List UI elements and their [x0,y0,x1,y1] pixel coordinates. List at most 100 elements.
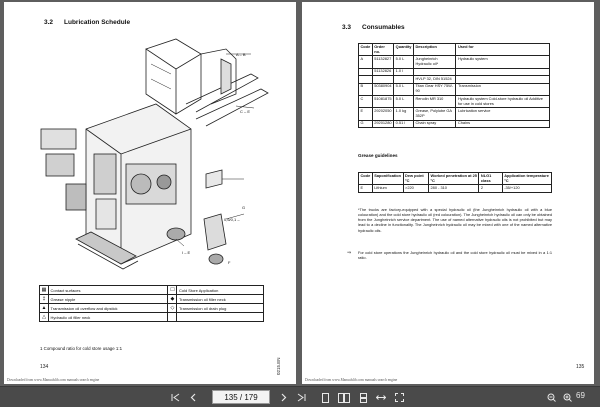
arrow-left-icon [190,393,195,402]
page-indicator-input[interactable]: 135 / 179 [212,390,270,404]
table-cell: 0.51 l [393,119,414,129]
arrow-right-icon [281,393,286,402]
zoom-in-button[interactable] [560,391,574,404]
note-arrow-icon: ⇒ [347,250,352,256]
table-cell: 1.0 kg [393,107,414,121]
callout-dq: 0,6/0,1 – [224,217,240,222]
legend-row: ‡Grease nipple◆Transmission oil filler n… [39,294,264,304]
callout-g: G [242,205,246,210]
column-header: NLG1 class [478,171,503,186]
table-cell: 51132827 [371,55,395,69]
column-header: Used for [455,42,550,57]
table-cell: C [358,94,373,109]
legend-label: Grease nipple [47,294,169,304]
table-cell: 51132826 [371,67,395,77]
page-number: 134 [40,364,49,370]
column-header: Code [358,42,373,57]
first-page-button[interactable] [168,391,182,404]
table-cell [358,75,373,84]
legend-label: Hydraulic oil filler neck [47,312,169,322]
table-cell [412,67,457,77]
table-row: HVLP 32, DIN 51524 [358,75,550,84]
table-cell: 50380904 [371,82,395,96]
document-code: 0215.EN [276,357,281,375]
next-page-button[interactable] [276,391,290,404]
legend-label: Cold Store Application [176,285,264,295]
table-cell: 5.0 L [393,94,414,109]
legend-symbol-icon [167,312,178,322]
table-cell: Lithium [371,184,404,193]
column-header: Dew point °C [402,171,430,186]
two-page-view-button[interactable] [336,391,352,404]
footnote: 1 Compound ratio for cold store usage 1:… [40,346,123,351]
section-title: Lubrication Schedule [64,19,131,26]
scroll-pages-icon [359,392,367,403]
footer-link[interactable]: Downloaded from www.Manualslib.com manua… [305,378,398,382]
legend-row: △Hydraulic oil filler neck [39,312,264,322]
table-cell: 5.0 L [393,82,414,96]
fit-width-icon [376,395,386,400]
column-header: Quantity [393,42,414,57]
section-number: 3.2 [44,19,54,26]
single-page-view-button[interactable] [318,391,332,404]
fullscreen-button[interactable] [392,391,406,404]
table-cell: 2 [478,184,503,193]
first-page-icon [171,393,179,402]
legend-row: ▲Transmission oil overflow and dipstick◇… [39,303,264,313]
previous-page-button[interactable] [186,391,200,404]
column-header: Order no. [371,42,395,57]
callout-i-e: I – E [182,250,191,255]
table-cell: HVLP 32, DIN 51524 [412,75,457,84]
fit-width-button[interactable] [374,391,388,404]
callout-c-e: C – E [240,109,251,114]
legend-symbol-icon: ◆ [167,294,178,304]
hydraulic-oil-note: *The trucks are factory-equipped with a … [358,207,552,233]
callout-a-b: A – B [236,52,246,57]
table-cell: Chains [455,119,550,129]
table-cell: Titan Gear HSY 75W-90 [412,82,457,96]
legend-symbol-icon: ☐ [167,285,178,295]
grease-guidelines-heading: Grease guidelines [358,153,398,158]
table-cell [358,67,373,77]
table-cell: >220 [402,184,430,193]
legend-symbol-icon: ‡ [39,294,49,304]
table-cell: E [358,184,373,193]
column-header: Application temperature °C [501,171,553,186]
scroll-view-button[interactable] [356,391,370,404]
table-cell: Jungheinrich Hydraulic oil* [412,55,457,69]
last-page-button[interactable] [294,391,308,404]
table-cell: 29202050 [371,107,395,121]
table-cell: Transmission [455,82,550,96]
legend-table: ▦Contact surfaces☐Cold Store Application… [39,285,264,322]
truck-lubrication-diagram [40,38,269,270]
table-cell: -35/+120 [501,184,553,193]
legend-label: Contact surfaces [47,285,169,295]
page-number: 135 [576,364,585,370]
zoom-out-icon [547,393,556,402]
footer-link[interactable]: Downloaded from www.Manualslib.com manua… [7,378,100,382]
legend-row: ▦Contact surfaces☐Cold Store Application [39,285,264,295]
legend-label: Transmission oil drain plug [176,303,264,313]
table-cell [455,67,550,77]
table-cell [371,75,395,84]
table-cell: Renolin MR 310 [412,94,457,109]
zoom-in-icon [563,393,572,402]
column-header: Code [358,171,373,186]
single-page-icon [321,392,329,403]
table-cell: Grease, Polylube GA 352P [412,107,457,121]
zoom-level[interactable]: 69 [576,391,585,400]
legend-label [176,312,264,322]
zoom-out-button[interactable] [544,391,558,404]
table-cell: Chain spray [412,119,457,129]
legend-symbol-icon: ▦ [39,285,49,295]
column-header: Worked penetration at 25 °C [427,171,480,186]
legend-symbol-icon: ▲ [39,303,49,313]
cold-store-note: For cold store operations the Jungheinri… [358,250,552,261]
